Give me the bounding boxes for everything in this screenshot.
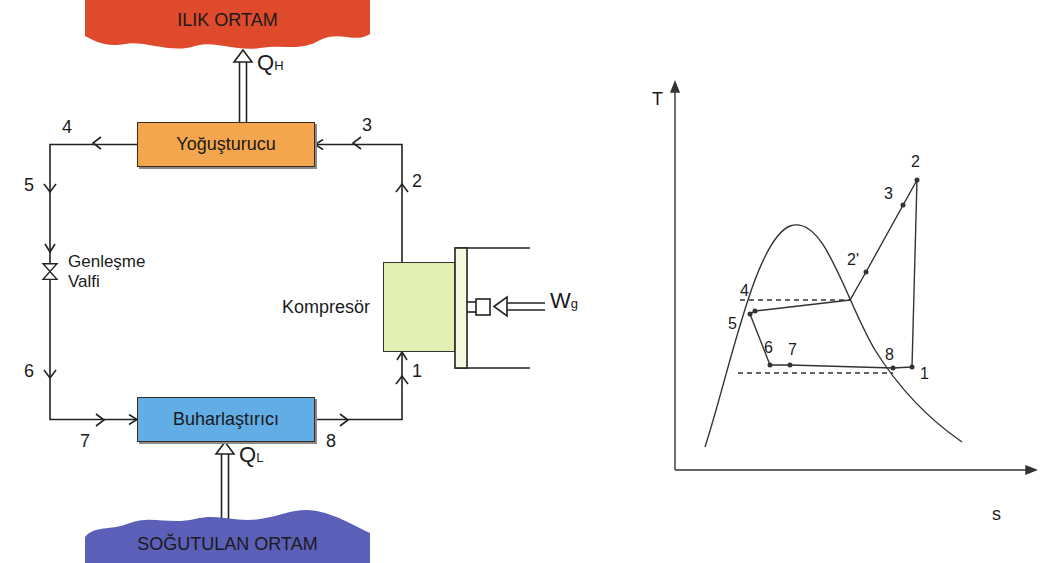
state-number: 8 bbox=[885, 347, 894, 363]
state-number: 7 bbox=[788, 342, 797, 358]
state-number: 3 bbox=[362, 116, 372, 134]
cooled-region: SOĞUTULAN ORTAM bbox=[85, 503, 370, 563]
state-number: 5 bbox=[728, 316, 737, 332]
state-number: 5 bbox=[24, 176, 34, 194]
state-number: 7 bbox=[80, 432, 90, 450]
node-label: Buharlaştırıcı bbox=[173, 409, 279, 430]
refrigerant-line bbox=[50, 291, 137, 419]
node-label: Genleşme Valfi bbox=[68, 252, 164, 291]
flow-chevrons bbox=[44, 137, 408, 426]
state-number: 2 bbox=[911, 154, 920, 170]
condenser-box: Yoğuşturucu bbox=[137, 122, 315, 167]
evaporator-box: Buharlaştırıcı bbox=[137, 397, 315, 442]
state-number: 2' bbox=[847, 252, 859, 268]
state-number: 6 bbox=[24, 362, 34, 380]
region-shape bbox=[85, 503, 370, 563]
node-label: Yoğuşturucu bbox=[176, 134, 275, 155]
axis-label: s bbox=[992, 505, 1001, 523]
expansion-valve: Genleşme Valfi bbox=[40, 252, 164, 291]
refrigerant-line bbox=[50, 145, 137, 253]
work-arrow bbox=[494, 297, 545, 316]
ts-diagram bbox=[671, 82, 1036, 474]
state-number: 8 bbox=[326, 432, 336, 450]
state-number: 2 bbox=[412, 172, 422, 190]
state-number: 4 bbox=[740, 283, 749, 299]
refrigerant-line bbox=[315, 352, 402, 420]
state-number: 3 bbox=[884, 186, 893, 202]
compressor-box: Kompresör bbox=[383, 262, 455, 352]
valve-symbol bbox=[40, 252, 60, 291]
work-label: Wg bbox=[550, 290, 578, 312]
state-number: 1 bbox=[412, 362, 422, 380]
heat-flow-arrow bbox=[216, 442, 234, 521]
node-label: Kompresör bbox=[282, 297, 370, 318]
axis-label: T bbox=[652, 90, 663, 108]
refrigerant-line bbox=[315, 145, 402, 263]
node-label: ILIK ORTAM bbox=[177, 10, 277, 31]
heat-label: QH bbox=[257, 52, 284, 74]
heat-flow-arrow bbox=[234, 50, 252, 122]
state-number: 1 bbox=[920, 366, 929, 382]
state-number: 6 bbox=[764, 340, 773, 356]
warm-region: ILIK ORTAM bbox=[85, 0, 370, 54]
node-label: SOĞUTULAN ORTAM bbox=[137, 534, 317, 555]
heat-label: QL bbox=[239, 444, 263, 466]
state-number: 4 bbox=[62, 118, 72, 136]
piston-cylinder bbox=[455, 248, 530, 368]
